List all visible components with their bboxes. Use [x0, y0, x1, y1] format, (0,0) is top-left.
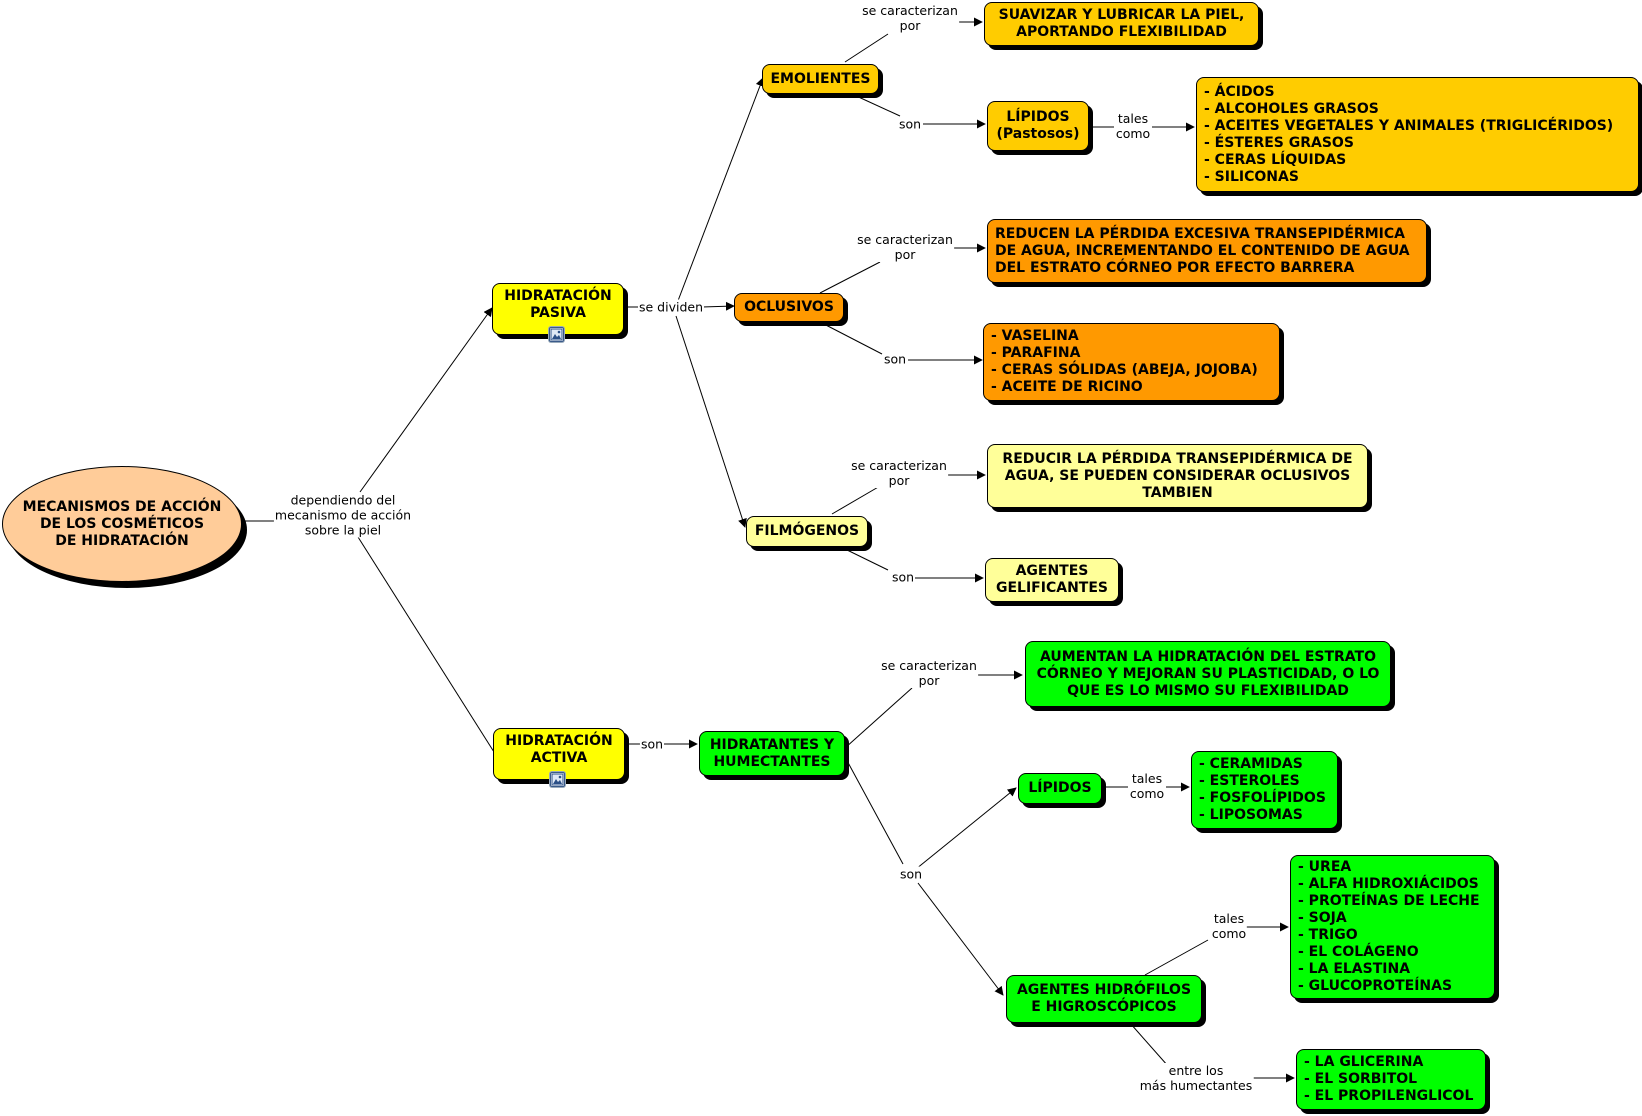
image-icon[interactable] — [550, 772, 565, 787]
node-lipidos-pastosos[interactable]: LÍPIDOS (Pastosos) — [987, 101, 1089, 151]
label-dependiendo: dependiendo del mecanismo de acción sobr… — [273, 492, 413, 538]
node-hidratantes-humectantes[interactable]: HIDRATANTES Y HUMECTANTES — [699, 731, 845, 776]
label-hidratantes-son: son — [898, 866, 924, 882]
edge-oclusivos-son — [821, 322, 883, 355]
edge-filmogenos-son — [842, 547, 889, 571]
root-node[interactable]: MECANISMOS DE ACCIÓN DE LOS COSMÉTICOS D… — [2, 466, 242, 582]
node-emolientes-descripcion[interactable]: SUAVIZAR Y LUBRICAR LA PIEL, APORTANDO F… — [984, 2, 1259, 46]
edge-label-to-emolientes — [675, 77, 765, 307]
edge-label-to-oclusivos — [701, 301, 735, 311]
label-emolientes-caracterizan: se caracterizan por — [861, 3, 959, 33]
label-emolientes-son: son — [897, 116, 923, 132]
node-agentes-gelificantes[interactable]: AGENTES GELIFICANTES — [985, 558, 1119, 602]
label-hidrofilos-entre-los: entre los más humectantes — [1138, 1063, 1254, 1093]
node-emolientes-lista[interactable]: - ÁCIDOS - ALCOHOLES GRASOS - ACEITES VE… — [1196, 77, 1639, 192]
image-icon[interactable] — [549, 327, 564, 342]
edge-filmogenos-caract — [831, 485, 881, 515]
edge-son-to-hidrofilos — [917, 882, 1004, 996]
edge-label-to-pasiva — [359, 307, 493, 493]
label-lipidos-tales-como: tales como — [1128, 771, 1166, 801]
label-son-activa: son — [639, 736, 665, 752]
edge-son-to-lipidos — [915, 787, 1017, 870]
node-hidratantes-descripcion[interactable]: AUMENTAN LA HIDRATACIÓN DEL ESTRATO CÓRN… — [1025, 641, 1391, 707]
node-lipidos[interactable]: LÍPIDOS — [1018, 773, 1102, 804]
label-filmogenos-caracterizan: se caracterizan por — [850, 458, 948, 488]
label-oclusivos-caracterizan: se caracterizan por — [856, 232, 954, 262]
node-hidratacion-activa[interactable]: HIDRATACIÓN ACTIVA — [493, 728, 625, 780]
label-filmogenos-son: son — [890, 569, 916, 585]
edge-emolientes-caract — [844, 33, 889, 63]
edge-hidratantes-caract — [844, 687, 913, 749]
edge-label-to-filmogenos — [675, 315, 747, 528]
label-hidrofilos-tales-como: tales como — [1210, 911, 1248, 941]
node-filmogenos[interactable]: FILMÓGENOS — [746, 516, 868, 547]
node-emolientes[interactable]: EMOLIENTES — [762, 64, 879, 94]
node-filmogenos-descripcion[interactable]: REDUCIR LA PÉRDIDA TRANSEPIDÉRMICA DE AG… — [987, 444, 1368, 508]
node-agentes-hidrofilos[interactable]: AGENTES HIDRÓFILOS E HIGROSCÓPICOS — [1006, 975, 1202, 1023]
label-oclusivos-son: son — [882, 351, 908, 367]
node-lipidos-lista[interactable]: - CERAMIDAS - ESTEROLES - FOSFOLÍPIDOS -… — [1191, 751, 1338, 829]
node-humectantes-lista[interactable]: - LA GLICERINA - EL SORBITOL - EL PROPIL… — [1296, 1049, 1486, 1110]
label-hidratantes-caracterizan: se caracterizan por — [880, 658, 978, 688]
edge-oclusivos-caract — [819, 261, 881, 294]
label-emolientes-tales-como: tales como — [1114, 111, 1152, 141]
edge-hidratantes-son — [844, 756, 904, 865]
edge-hidrofilos-tales — [1144, 939, 1209, 976]
node-oclusivos-lista[interactable]: - VASELINA - PARAFINA - CERAS SÓLIDAS (A… — [983, 323, 1280, 401]
label-se-dividen: se dividen — [637, 299, 705, 315]
node-hidrofilos-lista[interactable]: - UREA - ALFA HIDROXIÁCIDOS - PROTEÍNAS … — [1290, 855, 1495, 999]
node-oclusivos[interactable]: OCLUSIVOS — [734, 293, 844, 322]
edge-label-to-activa — [357, 536, 495, 753]
node-oclusivos-descripcion[interactable]: REDUCEN LA PÉRDIDA EXCESIVA TRANSEPIDÉRM… — [987, 219, 1427, 283]
edge-hidrofilos-entre — [1129, 1022, 1169, 1067]
edge-emolientes-son — [851, 93, 901, 117]
